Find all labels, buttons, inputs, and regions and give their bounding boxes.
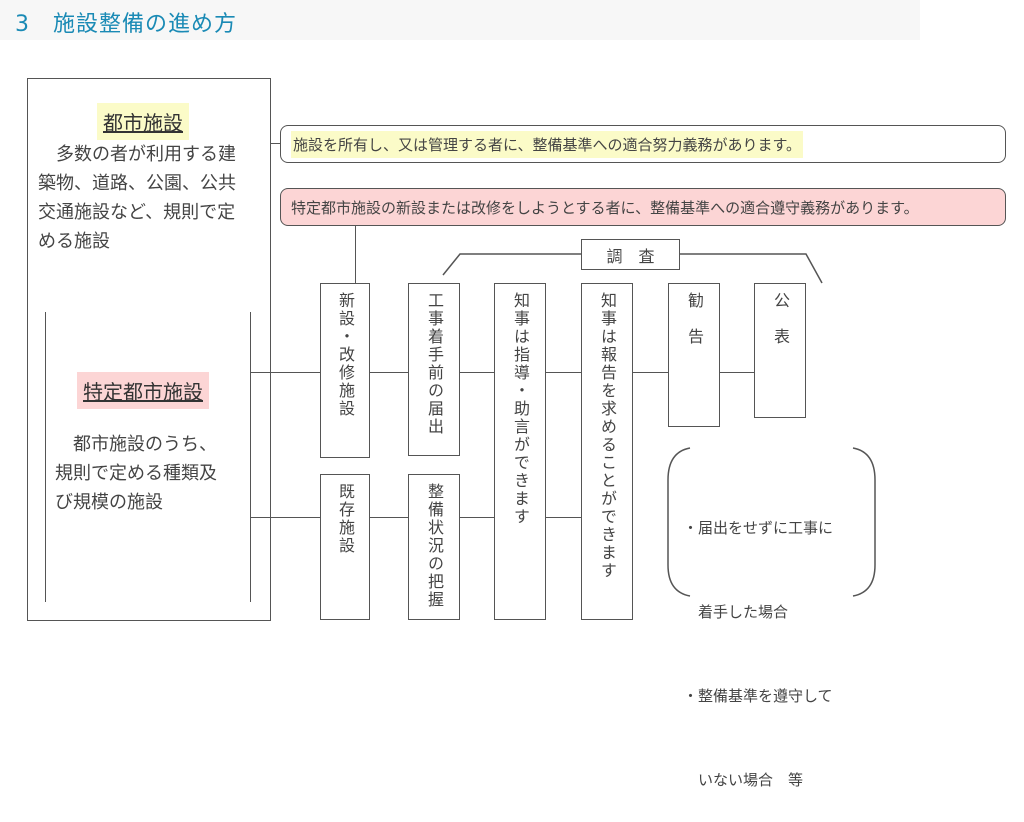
condition-line: いない場合 等 [683, 771, 804, 789]
specific-facility-description: 都市施設のうち、 規則で定める種類及 び規模の施設 [55, 430, 255, 517]
conditions-note: ・届出をせずに工事に 着手した場合 ・整備基準を遵守して いない場合 等 [683, 458, 873, 822]
specific-facility-box [45, 312, 251, 602]
city-facility-heading: 都市施設 [97, 103, 189, 140]
recommendation-box: 勧 告 [668, 283, 720, 427]
publication-box: 公 表 [754, 283, 806, 418]
title-band [0, 0, 920, 40]
condition-line: ・届出をせずに工事に [683, 519, 834, 537]
status-check-box: 整備状況の把握 [408, 474, 460, 620]
compliance-duty-notice: 特定都市施設の新設または改修をしようとする者に、整備基準への適合遵守義務がありま… [280, 188, 1006, 226]
effort-duty-text: 施設を所有し、又は管理する者に、整備基準への適合努力義務があります。 [291, 130, 804, 158]
description-line: める施設 [38, 231, 110, 252]
description-line: 都市施設のうち、 [55, 434, 217, 455]
description-line: 交通施設など、規則で定 [38, 202, 236, 223]
city-facility-box [27, 78, 271, 621]
description-line: 多数の者が利用する建 [38, 144, 236, 165]
compliance-duty-text: 特定都市施設の新設または改修をしようとする者に、整備基準への適合遵守義務がありま… [291, 198, 919, 217]
specific-facility-heading: 特定都市施設 [77, 372, 209, 409]
city-facility-description: 多数の者が利用する建 築物、道路、公園、公共 交通施設など、規則で定 める施設 [38, 140, 268, 256]
connector [271, 143, 281, 144]
condition-line: ・整備基準を遵守して [683, 687, 833, 705]
page-title: 3 施設整備の進め方 [15, 12, 237, 37]
new-facility-box: 新設・改修施設 [320, 283, 370, 458]
existing-facility-box: 既存施設 [320, 474, 370, 620]
description-line: び規模の施設 [55, 492, 163, 513]
effort-duty-notice: 施設を所有し、又は管理する者に、整備基準への適合努力義務があります。 [280, 125, 1006, 163]
description-line: 築物、道路、公園、公共 [38, 173, 236, 194]
condition-line: 着手した場合 [683, 603, 789, 621]
report-request-box: 知事は報告を求めることができます [581, 283, 633, 620]
description-line: 規則で定める種類及 [55, 463, 217, 484]
connector [355, 226, 356, 284]
investigation-box: 調 査 [581, 239, 680, 270]
guidance-box: 知事は指導・助言ができます [494, 283, 546, 620]
pre-construction-notice-box: 工事着手前の届出 [408, 283, 460, 456]
